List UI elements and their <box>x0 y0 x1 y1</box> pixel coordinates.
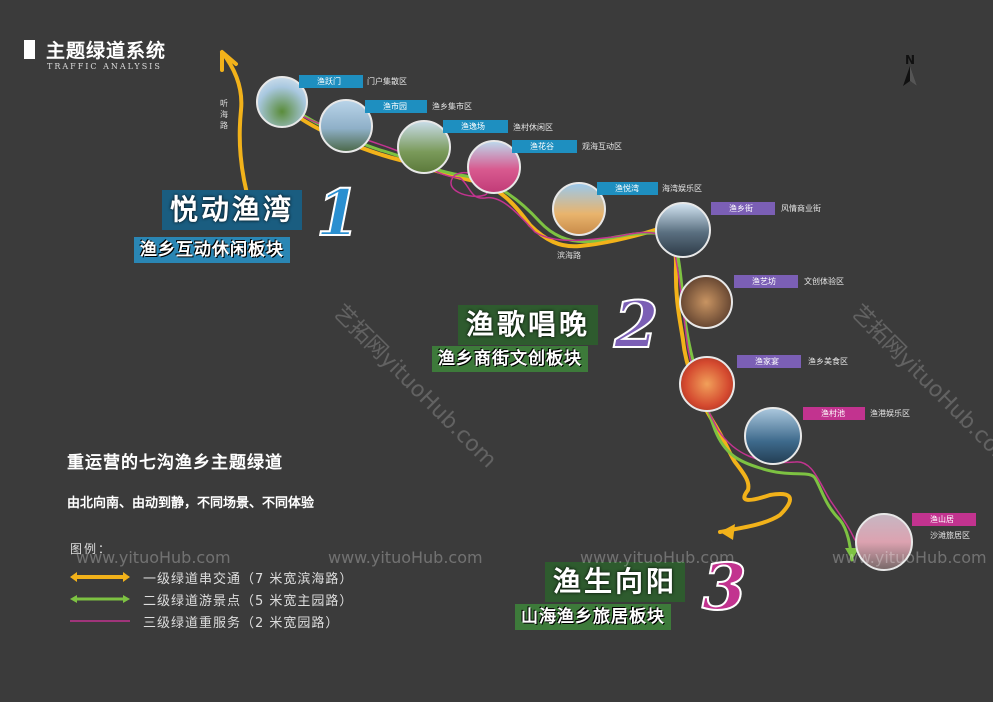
page-subtitle: TRAFFIC ANALYSIS <box>47 62 162 71</box>
spot-label: 渔悦湾 <box>597 182 658 195</box>
legend-swatch-primary <box>70 572 130 582</box>
legend-item-primary: 一级绿道串交通（7 米宽滨海路） <box>70 568 400 587</box>
section-subtitle: 山海渔乡旅居板块 <box>515 604 671 630</box>
page-title: 主题绿道系统 <box>46 40 167 62</box>
spot-label: 渔家宴 <box>737 355 801 368</box>
header-marker <box>24 40 35 59</box>
legend-swatch-secondary <box>70 595 130 603</box>
spot-desc: 渔港娱乐区 <box>870 409 910 418</box>
section-number: 3 <box>701 550 748 625</box>
spot-photo-yu-yue-men <box>256 76 308 128</box>
sub-note: 由北向南、由动到静，不同场景、不同体验 <box>67 496 315 511</box>
legend-title: 图例： <box>70 542 113 556</box>
spot-label: 渔逸场 <box>443 120 508 133</box>
legend-label: 三级绿道重服务（2 米宽园路） <box>143 616 340 631</box>
section-number: 2 <box>613 288 660 363</box>
spot-desc: 观海互动区 <box>582 142 622 151</box>
spot-label: 渔村池 <box>803 407 865 420</box>
legend-item-secondary: 二级绿道游景点（5 米宽主园路） <box>70 590 400 609</box>
spot-photo-yu-cun-chi <box>744 407 802 465</box>
spot-desc: 渔乡集市区 <box>432 102 472 111</box>
spot-desc: 沙滩旅居区 <box>930 531 970 540</box>
section-subtitle: 渔乡互动休闲板块 <box>134 237 290 263</box>
section-title: 渔歌唱晚 <box>458 305 599 345</box>
spot-photo-yu-shi-yuan <box>319 99 373 153</box>
spot-label: 渔市园 <box>365 100 427 113</box>
spot-photo-yu-jia-yan <box>679 356 735 412</box>
watermark: www.yituoHub.com <box>832 548 987 567</box>
north-label: N <box>905 53 915 67</box>
section-title: 悦动渔湾 <box>162 190 303 230</box>
legend-swatch-tertiary <box>70 620 130 622</box>
spot-label: 渔跃门 <box>299 75 363 88</box>
road-label-bin-hai: 滨海路 <box>557 251 581 260</box>
spot-photo-yu-yi-chang <box>397 120 451 174</box>
spot-desc: 风情商业街 <box>781 204 821 213</box>
spot-photo-yu-hua-gu <box>467 140 521 194</box>
section-subtitle: 渔乡商街文创板块 <box>432 346 588 372</box>
watermark: www.yituoHub.com <box>580 548 735 567</box>
spot-photo-yu-shan-ju <box>855 513 913 571</box>
watermark: www.yituoHub.com <box>76 548 231 567</box>
section-number: 1 <box>315 176 362 251</box>
spot-desc: 渔村休闲区 <box>513 123 553 132</box>
spot-label: 渔艺坊 <box>734 275 798 288</box>
legend-label: 二级绿道游景点（5 米宽主园路） <box>143 594 354 609</box>
legend-label: 一级绿道串交通（7 米宽滨海路） <box>143 572 354 587</box>
spot-photo-yu-xiang-jie <box>655 202 711 258</box>
road-label-ting-hai: 听海路 <box>220 99 228 130</box>
watermark: www.yituoHub.com <box>328 548 483 567</box>
primary-route-line <box>220 50 252 207</box>
spot-label: 渔乡街 <box>711 202 775 215</box>
north-arrow-icon: N <box>899 52 921 90</box>
spot-label: 渔山居 <box>912 513 976 526</box>
tertiary-route-line <box>299 114 856 541</box>
spot-desc: 渔乡美食区 <box>808 357 848 366</box>
spot-label: 渔花谷 <box>512 140 577 153</box>
primary-route-arrow <box>720 524 735 540</box>
spot-desc: 海湾娱乐区 <box>662 184 702 193</box>
section-title: 渔生向阳 <box>545 562 686 602</box>
main-note: 重运营的七沟渔乡主题绿道 <box>67 453 283 473</box>
spot-desc: 文创体验区 <box>804 277 844 286</box>
legend-item-tertiary: 三级绿道重服务（2 米宽园路） <box>70 612 400 631</box>
spot-photo-yu-yi-fang <box>679 275 733 329</box>
spot-desc: 门户集散区 <box>367 77 407 86</box>
